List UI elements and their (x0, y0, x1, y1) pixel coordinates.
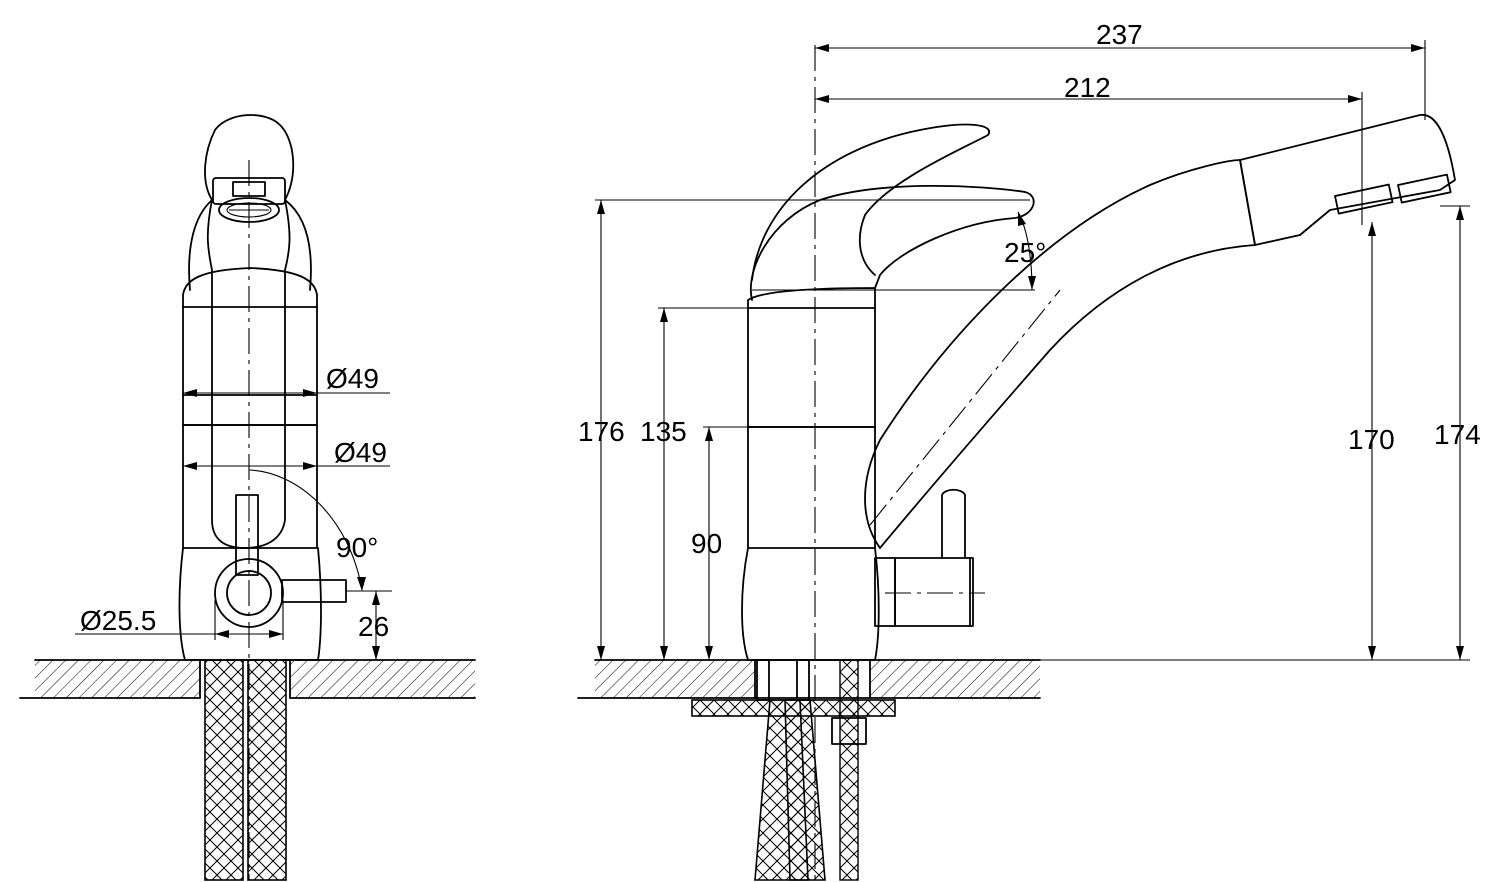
front-rotation-angle-label: 90° (336, 532, 378, 563)
side-spout-reach-label: 212 (1064, 72, 1111, 103)
side-view (577, 45, 1456, 881)
front-upper-diameter-label: Ø49 (326, 363, 379, 394)
front-countertop (19, 659, 476, 699)
side-outlet-height-170-label: 170 (1348, 424, 1395, 455)
side-overall-length-label: 237 (1096, 19, 1143, 50)
front-knob-diameter-label: Ø25.5 (80, 605, 156, 636)
side-lower-body-height-label: 90 (691, 528, 722, 559)
front-view (19, 114, 476, 881)
front-lower-diameter-label: Ø49 (334, 437, 387, 468)
side-outlet-height-174-label: 174 (1434, 419, 1481, 450)
front-knob-height-label: 26 (358, 611, 389, 642)
side-lever-handle (750, 123, 1035, 301)
side-spout (864, 114, 1456, 549)
side-dimension-lines (595, 40, 1470, 661)
side-faucet-body (741, 287, 880, 661)
side-lever-angle-label: 25° (1004, 237, 1046, 268)
front-dimension-lines (75, 389, 392, 660)
side-body-height-label: 135 (640, 416, 687, 447)
side-supply-hoses (754, 659, 867, 881)
side-overall-height-label: 176 (578, 416, 625, 447)
front-filter-knob (214, 494, 347, 628)
side-filter-tap (874, 488, 985, 627)
front-faucet-body (178, 114, 322, 661)
front-supply-hoses (204, 659, 287, 881)
